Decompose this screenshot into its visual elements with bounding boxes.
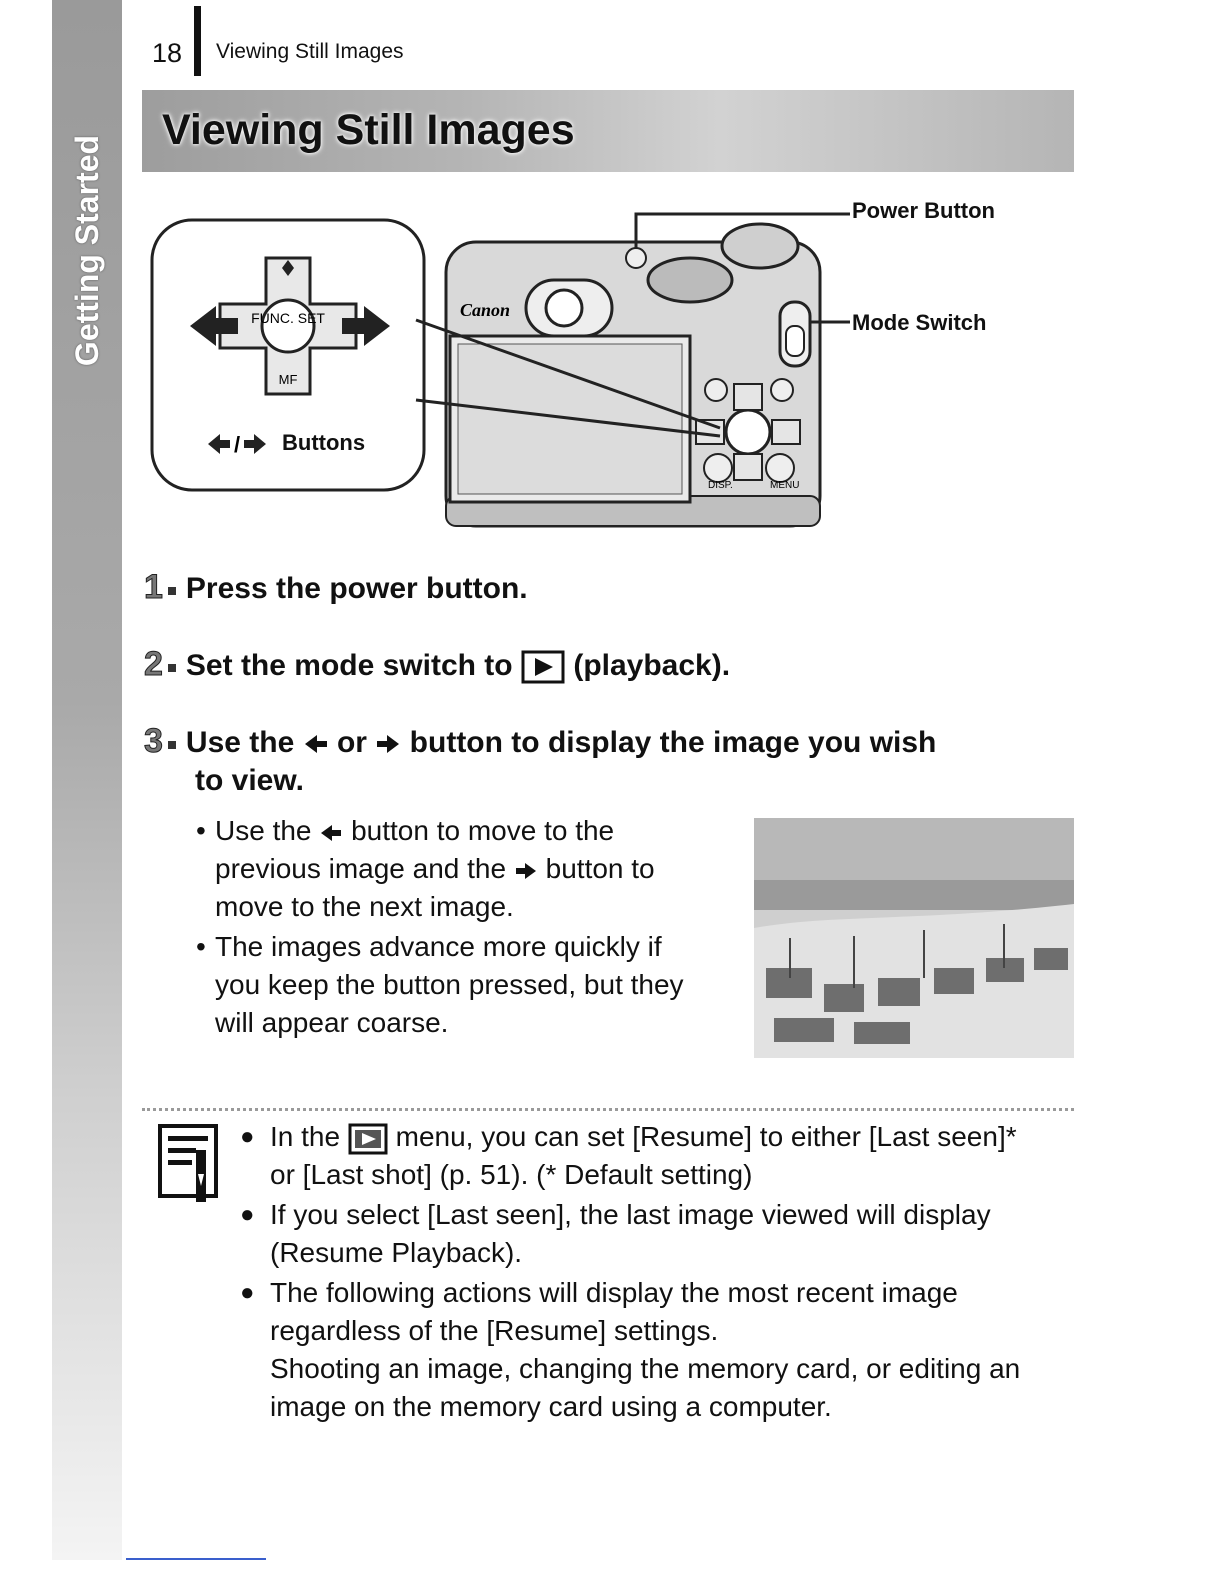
right-arrow-icon bbox=[244, 434, 266, 454]
callout-mode-switch: Mode Switch bbox=[852, 310, 987, 335]
note-2: ● If you select [Last seen], the last im… bbox=[240, 1199, 991, 1268]
left-arrow-icon bbox=[208, 434, 230, 454]
dpad-buttons-label: Buttons bbox=[282, 430, 366, 455]
running-title: Viewing Still Images bbox=[216, 40, 404, 63]
header-divider bbox=[194, 6, 201, 76]
right-arrow-icon bbox=[342, 306, 390, 346]
note-icon bbox=[158, 1124, 218, 1202]
playback-menu-icon bbox=[348, 1123, 388, 1155]
left-arrow-icon bbox=[190, 306, 238, 346]
mf-label: MF bbox=[279, 372, 298, 387]
brand-label: Canon bbox=[460, 300, 510, 320]
svg-text:/: / bbox=[234, 432, 240, 457]
left-arrow-icon bbox=[321, 824, 342, 841]
bullet-1: • Use the button to move to the previous… bbox=[196, 815, 655, 922]
dpad-cross: FUNC. SET MF bbox=[218, 256, 358, 396]
footer-line bbox=[126, 1558, 266, 1560]
bullet-2: • The images advance more quickly if you… bbox=[196, 931, 684, 1038]
side-tab bbox=[52, 0, 122, 1560]
left-arrow-icon bbox=[304, 735, 327, 754]
page-title: Viewing Still Images bbox=[162, 106, 575, 154]
menu-label: MENU bbox=[770, 480, 799, 491]
right-arrow-icon bbox=[515, 862, 536, 879]
section-divider bbox=[142, 1108, 1074, 1111]
camera-illustration: FUNC. SET MF / Canon DISP. MENU bbox=[150, 212, 850, 528]
callout-power-button: Power Button bbox=[852, 198, 995, 223]
beach-photo bbox=[754, 818, 1074, 1058]
page-number: 18 bbox=[152, 38, 183, 68]
note-3: ● The following actions will display the… bbox=[240, 1277, 1021, 1422]
func-label: FUNC. SET bbox=[251, 310, 325, 326]
side-tab-label: Getting Started bbox=[69, 134, 106, 366]
disp-label: DISP. bbox=[708, 480, 733, 491]
note-1: ● In the menu, you can set [Resume] to e… bbox=[240, 1121, 1017, 1190]
playback-icon bbox=[521, 650, 565, 684]
title-banner bbox=[142, 90, 1074, 172]
step-3-continuation: to view. bbox=[195, 764, 304, 797]
right-arrow-icon bbox=[377, 735, 400, 754]
